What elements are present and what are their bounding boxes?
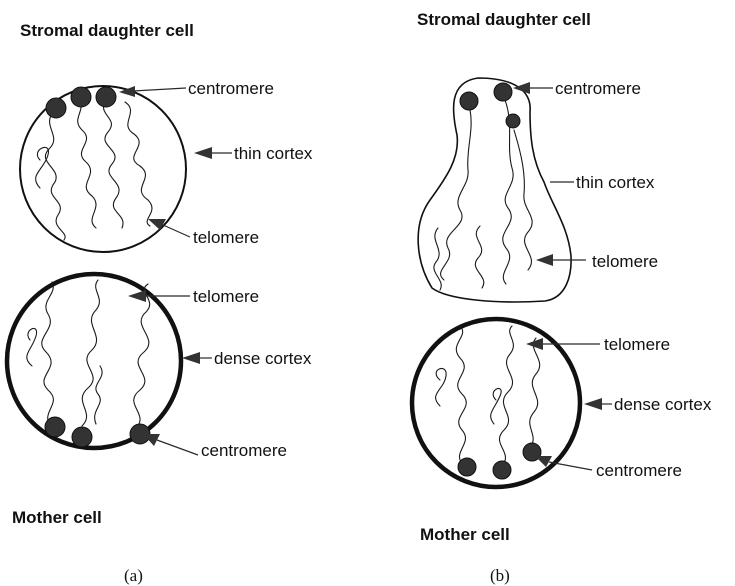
panel-a-mother-membrane (7, 274, 181, 448)
arrow-icon (128, 290, 146, 302)
panel-a-mother-chromosome (82, 280, 99, 426)
panel-a-daughter-chromosome (78, 98, 96, 228)
panel-a-daughter-heading: Stromal daughter cell (20, 21, 194, 40)
panel-b-mother-telomere-label: telomere (604, 335, 670, 354)
panel-a-daughter-chromosome (103, 100, 123, 228)
panel-a: Stromal daughter cell centromere thin co… (7, 21, 313, 585)
panel-a-daughter-centromere (46, 98, 66, 118)
panel-b-mother-heading: Mother cell (420, 525, 510, 544)
panel-b-daughter-chromosome (514, 130, 532, 270)
arrow-icon (536, 254, 553, 266)
panel-a-daughter-telomere-label: telomere (193, 228, 259, 247)
panel-a-mother-chromosome (27, 328, 37, 366)
panel-b-daughter-chromosome (434, 228, 441, 290)
panel-b-mother-cortex-label: dense cortex (614, 395, 712, 414)
panel-a-daughter-centromere (71, 87, 91, 107)
panel-b-mother-chromosome (456, 326, 466, 466)
panel-a-mother-chromosome (134, 284, 150, 428)
panel-a-mother-cell (7, 274, 181, 448)
panel-b-mother-centromere-label: centromere (596, 461, 682, 480)
panel-a-daughter-cortex-label: thin cortex (234, 144, 313, 163)
panel-a-mother-centromere-label: centromere (201, 441, 287, 460)
panel-a-mother-telomere-label: telomere (193, 287, 259, 306)
panel-a-daughter-chromosome (45, 110, 65, 240)
panel-b-daughter-cell (418, 78, 571, 302)
panel-b-daughter-centromere (494, 83, 512, 101)
panel-b-daughter-heading: Stromal daughter cell (417, 10, 591, 29)
panel-b-daughter-centromere (460, 92, 478, 110)
panel-a-mother-chromosome (42, 282, 54, 428)
arrow-icon (194, 147, 212, 159)
panel-a-mother-centromere (72, 427, 92, 447)
panel-b-daughter-chromosome (475, 226, 483, 288)
arrow-icon (513, 82, 530, 94)
panel-b-caption: (b) (490, 566, 510, 585)
panel-b-daughter-cortex-label: thin cortex (576, 173, 655, 192)
panel-a-daughter-centromere (96, 87, 116, 107)
panel-b-mother-centromere (458, 458, 476, 476)
panel-a-daughter-leaders (119, 86, 232, 237)
arrow-icon (182, 352, 200, 364)
panel-b-mother-centromere (493, 461, 511, 479)
panel-a-mother-cortex-label: dense cortex (214, 349, 312, 368)
arrow-icon (584, 398, 602, 410)
panel-b-daughter-telomere-label: telomere (592, 252, 658, 271)
panel-b-mother-chromosome (436, 368, 447, 406)
panel-b: Stromal daughter cell centromere thin co… (412, 10, 712, 585)
panel-a-mother-chromosome (95, 366, 102, 424)
panel-a-caption: (a) (124, 566, 143, 585)
panel-b-daughter-membrane (418, 78, 571, 302)
panel-a-mother-centromere (45, 417, 65, 437)
panel-b-daughter-chromosome (441, 110, 472, 280)
panel-a-mother-heading: Mother cell (12, 508, 102, 527)
panel-b-daughter-centromere (506, 114, 520, 128)
panel-a-daughter-chromosome (125, 102, 152, 226)
panel-b-daughter-centromere-label: centromere (555, 79, 641, 98)
panel-b-mother-chromosome (499, 326, 513, 466)
panel-b-mother-chromosome (530, 338, 540, 448)
panel-a-daughter-centromere-label: centromere (188, 79, 274, 98)
panel-b-mother-chromosome (491, 388, 502, 424)
